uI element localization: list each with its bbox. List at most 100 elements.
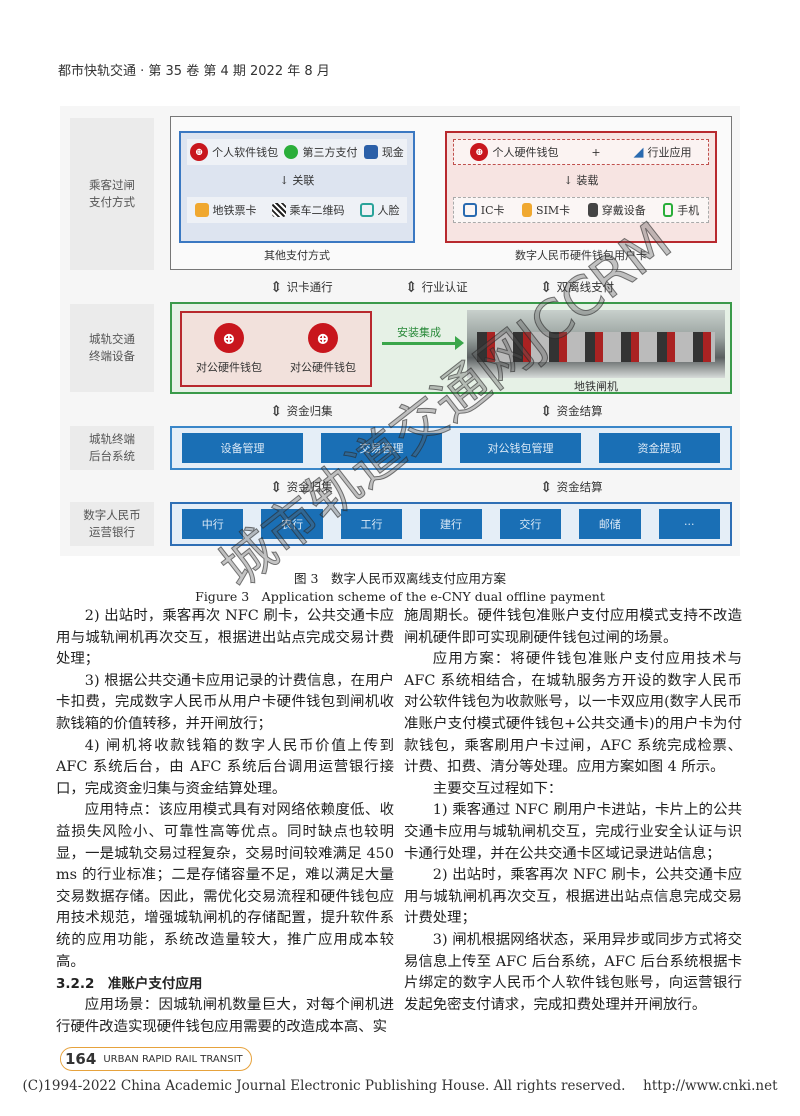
row-label-backend: 城轨终端 后台系统 <box>70 426 154 470</box>
hardware-wallet-caption: 数字人民币硬件钱包用户卡 <box>515 249 647 262</box>
double-arrow-icon: ⇕ <box>405 278 418 296</box>
row-label-banks: 数字人民币 运营银行 <box>70 502 154 546</box>
module-withdraw: 资金提现 <box>599 433 720 463</box>
paragraph: 4) 闸机将收款钱箱的数字人民币价值上传到 AFC 系统后台，由 AFC 系统后… <box>56 737 394 797</box>
arrow-label: 资金结算 <box>556 404 603 418</box>
bank-abc: 农行 <box>261 509 323 539</box>
module-device-mgmt: 设备管理 <box>182 433 303 463</box>
payment-methods-box: ⊕个人软件钱包 第三方支付 现金 ↓ 关联 地铁票卡 乘车二维码 人脸 其他支付… <box>170 116 732 270</box>
chip-label: 乘车二维码 <box>289 204 345 217</box>
hardware-wallet-box: ⊕个人硬件钱包 + ◢行业应用 ↓ 装载 IC卡 SIM卡 穿戴设备 手机 <box>445 131 717 243</box>
paragraph: 施周期长。硬件钱包准账户支付应用模式支持不改造闸机硬件即可实现刷硬件钱包过闸的场… <box>404 608 742 646</box>
chip-phone: 手机 <box>663 202 699 218</box>
figure-caption-cn: 图 3 数字人民币双离线支付应用方案 <box>294 571 506 586</box>
cash-icon <box>363 145 378 159</box>
paragraph: 3) 根据公共交通卡应用记录的计费信息，在用户卡扣费，完成数字人民币从用户卡硬件… <box>56 672 394 732</box>
chip-label: SIM卡 <box>536 204 571 217</box>
left-column: 2) 出站时，乘客再次 NFC 刷卡，公共交通卡应用与城轨闸机再次交互，根据进出… <box>56 606 394 1038</box>
arrow-collect: ⇕资金归集 <box>270 478 333 496</box>
other-payment-box: ⊕个人软件钱包 第三方支付 现金 ↓ 关联 地铁票卡 乘车二维码 人脸 <box>179 131 415 243</box>
link-label: ↓ 关联 <box>279 174 315 187</box>
arrow-collect: ⇕资金归集 <box>270 402 333 420</box>
corporate-wallet: ⊕对公硬件钱包 <box>290 323 356 375</box>
corporate-wallets: ⊕对公硬件钱包 ⊕对公硬件钱包 <box>180 311 372 387</box>
ic-card-icon <box>462 203 477 217</box>
double-arrow-icon: ⇕ <box>540 278 553 296</box>
backend-box: 设备管理 交易管理 对公钱包管理 资金提现 <box>170 426 732 470</box>
chip-cash: 现金 <box>363 144 404 160</box>
paragraph: 1) 乘客通过 NFC 刷用户卡进站，卡片上的公共交通卡应用与城轨闸机交互，完成… <box>404 802 742 862</box>
chip-industry-app: ◢行业应用 <box>634 144 692 160</box>
double-arrow-icon: ⇕ <box>270 478 283 496</box>
chip-wearable: 穿戴设备 <box>587 202 646 218</box>
page-footer-badge: 164 URBAN RAPID RAIL TRANSIT <box>60 1047 252 1071</box>
arrow-label: 识卡通行 <box>286 280 333 294</box>
row-label-terminal: 城轨交通 终端设备 <box>70 304 154 392</box>
corporate-wallet: ⊕ 对公硬件钱包 <box>196 323 262 375</box>
chip-sim: SIM卡 <box>522 202 570 218</box>
face-icon <box>359 203 374 217</box>
bank-bocom: 交行 <box>499 509 562 539</box>
wechat-pay-icon <box>284 145 299 159</box>
ecny-icon: ⊕ <box>214 323 244 353</box>
chip-label: 手机 <box>677 204 700 217</box>
ecny-icon: ⊕ <box>470 143 489 161</box>
chip-face: 人脸 <box>359 202 400 218</box>
arrow-label: 双离线支付 <box>556 280 615 294</box>
right-arrow-icon <box>382 336 464 350</box>
chip-soft-wallet: ⊕个人软件钱包 <box>190 143 278 161</box>
paragraph: 主要交互过程如下： <box>432 780 563 797</box>
chip-label: 第三方支付 <box>302 146 358 159</box>
wallet-label: 对公硬件钱包 <box>290 361 356 374</box>
bank-psbc: 邮储 <box>579 509 641 539</box>
arrow-label: 资金结算 <box>556 480 603 494</box>
copyright-line: (C)1994-2022 China Academic Journal Elec… <box>22 1078 778 1094</box>
bank-boc: 中行 <box>182 509 244 539</box>
chip-metro-card: 地铁票卡 <box>194 202 257 218</box>
double-arrow-icon: ⇕ <box>540 402 553 420</box>
chip-label: 现金 <box>381 146 404 159</box>
chip-label: 个人硬件钱包 <box>492 146 559 159</box>
chip-qr: 乘车二维码 <box>271 202 345 218</box>
chip-label: 穿戴设备 <box>601 204 646 217</box>
paragraph: 3) 闸机根据网络状态，采用异步或同步方式将交易信息上传至 AFC 后台系统，A… <box>404 931 742 1013</box>
qr-code-icon <box>271 203 286 217</box>
module-wallet-mgmt: 对公钱包管理 <box>460 433 581 463</box>
other-payment-caption: 其他支付方式 <box>264 249 330 262</box>
ecny-icon: ⊕ <box>190 143 209 161</box>
banks-box: 中行 农行 工行 建行 交行 邮储 ··· <box>170 502 732 546</box>
paragraph: 2) 出站时，乘客再次 NFC 刷卡，公共交通卡应用与城轨闸机再次交互，根据进出… <box>404 867 742 927</box>
chip-third-party: 第三方支付 <box>284 144 357 160</box>
chip-label: 个人软件钱包 <box>212 146 279 159</box>
bank-ccb: 建行 <box>420 509 482 539</box>
link-text: 关联 <box>292 174 315 187</box>
load-label: ↓ 装载 <box>563 174 599 187</box>
industry-app-icon: ◢ <box>633 144 644 160</box>
wallet-label: 对公硬件钱包 <box>196 361 262 374</box>
chip-hw-wallet: ⊕个人硬件钱包 <box>470 143 558 161</box>
module-transaction-mgmt: 交易管理 <box>321 433 442 463</box>
double-arrow-icon: ⇕ <box>270 402 283 420</box>
gate-photo <box>467 310 725 378</box>
arrow-label: 资金归集 <box>286 480 333 494</box>
running-header: 都市快轨交通 · 第 35 卷 第 4 期 2022 年 8 月 <box>58 64 330 79</box>
paragraph: 2) 出站时，乘客再次 NFC 刷卡，公共交通卡应用与城轨闸机再次交互，根据进出… <box>56 608 394 668</box>
chip-ic: IC卡 <box>462 202 505 218</box>
paragraph: 应用特点：该应用模式具有对网络依赖度低、收益损失风险小、可靠性高等优点。同时缺点… <box>56 802 394 970</box>
double-arrow-icon: ⇕ <box>540 478 553 496</box>
arrow-label: 资金归集 <box>286 404 333 418</box>
figure-caption-en: Figure 3 Application scheme of the e-CNY… <box>195 589 605 604</box>
arrow-card-pass: ⇕识卡通行 <box>270 278 333 296</box>
page-number: 164 <box>61 1050 101 1068</box>
arrow-settle: ⇕资金结算 <box>540 478 603 496</box>
right-column: 施周期长。硬件钱包准账户支付应用模式支持不改造闸机硬件即可实现刷硬件钱包过闸的场… <box>404 606 742 1016</box>
paragraph: 应用场景：因城轨闸机数量巨大，对每个闸机进行硬件改造实现硬件钱包应用需要的改造成… <box>56 997 394 1035</box>
arrow-offline: ⇕双离线支付 <box>540 278 614 296</box>
plus-sign: + <box>591 145 601 159</box>
figure-3: 乘客过闸 支付方式 ⊕个人软件钱包 第三方支付 现金 ↓ 关联 地铁票卡 乘车二… <box>60 106 740 556</box>
chip-label: 人脸 <box>377 204 400 217</box>
arrow-settle: ⇕资金结算 <box>540 402 603 420</box>
row-label-payment: 乘客过闸 支付方式 <box>70 118 154 270</box>
bank-icbc: 工行 <box>340 509 403 539</box>
chip-label: IC卡 <box>480 204 505 217</box>
